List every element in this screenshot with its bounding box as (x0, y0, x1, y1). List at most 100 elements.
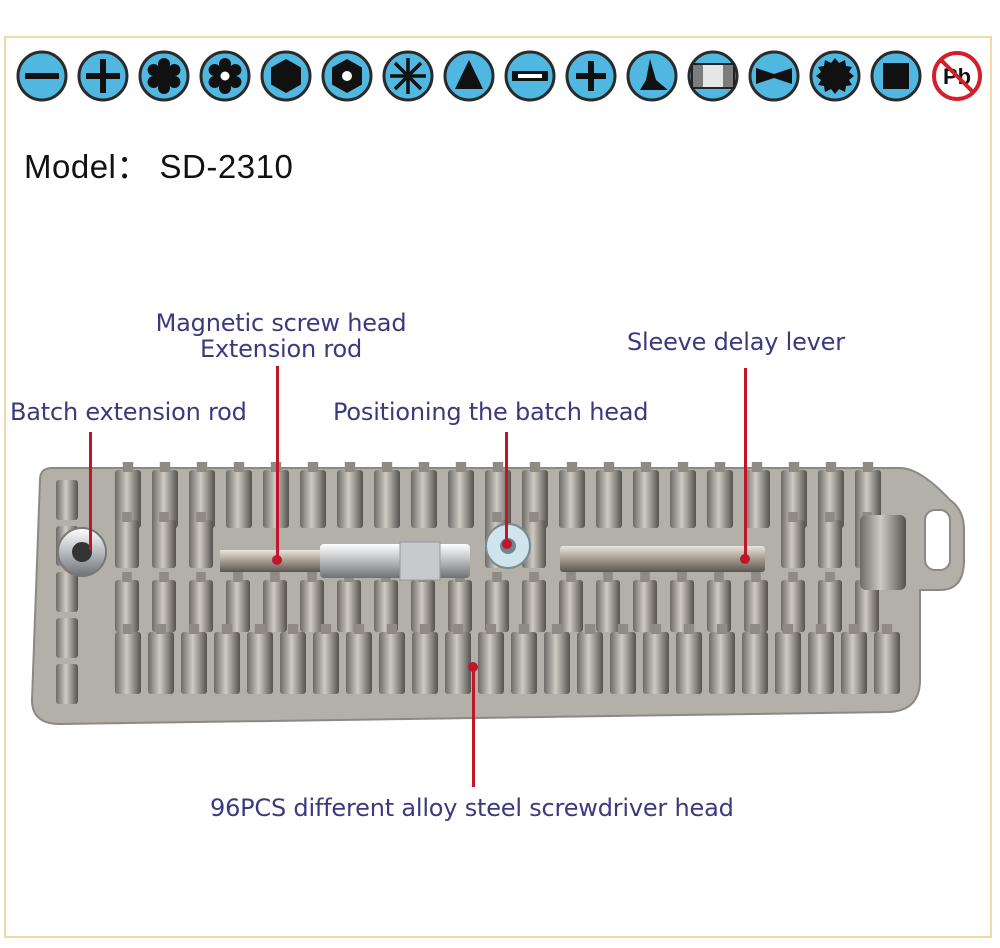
tri-wing-icon (626, 50, 678, 102)
triangle-icon (443, 50, 495, 102)
screwdriver-bit-tip (529, 572, 539, 582)
screwdriver-bit (412, 632, 438, 694)
screwdriver-bit (818, 580, 842, 632)
screwdriver-bit (313, 632, 339, 694)
screwdriver-bit (189, 580, 213, 632)
screwdriver-bit-tip (307, 572, 317, 582)
screwdriver-bit (189, 520, 213, 568)
screwdriver-bit-tip (862, 462, 874, 472)
screwdriver-bit-tip (122, 572, 132, 582)
screwdriver-bit (707, 580, 731, 632)
screwdriver-bit-tip (518, 624, 530, 634)
screwdriver-bit-tip (353, 624, 365, 634)
screwdriver-bit-tip (683, 624, 695, 634)
screwdriver-bit-tip (825, 512, 835, 522)
bit-set-tray-image (30, 462, 965, 726)
screwdriver-bit-tip (221, 624, 233, 634)
screwdriver-bit (56, 664, 78, 704)
screwdriver-bit (247, 632, 273, 694)
screwdriver-bit-tip (815, 624, 827, 634)
screwdriver-bit-tip (492, 462, 504, 472)
screwdriver-bit (115, 470, 141, 528)
screwdriver-bit (670, 580, 694, 632)
screwdriver-bit (781, 470, 807, 528)
screwdriver-bit-tip (452, 624, 464, 634)
screwdriver-bit (577, 632, 603, 694)
screwdriver-bit-tip (788, 572, 798, 582)
screwdriver-bit (643, 632, 669, 694)
screwdriver-bit (544, 632, 570, 694)
screwdriver-bit (596, 470, 622, 528)
screwdriver-bit-tip (749, 624, 761, 634)
hex-icon (260, 50, 312, 102)
screwdriver-bit-tip (122, 512, 132, 522)
screwdriver-bit (56, 572, 78, 612)
screwdriver-bit-tip (159, 462, 171, 472)
screwdriver-bit (448, 470, 474, 528)
screwdriver-bit (874, 632, 900, 694)
screwdriver-bit-tip (492, 572, 502, 582)
bits-leader-line (472, 667, 475, 787)
screwdriver-bit (337, 470, 363, 528)
screwdriver-bit-tip (287, 624, 299, 634)
screwdriver-bit (56, 618, 78, 658)
screwdriver-bit (522, 470, 548, 528)
screwdriver-bit (676, 632, 702, 694)
positioning-leader-line (505, 432, 508, 542)
screwdriver-bit-tip (233, 462, 245, 472)
slotted-icon (16, 50, 68, 102)
screwdriver-bit-tip (320, 624, 332, 634)
model-number: Model： SD-2310 (24, 148, 294, 185)
screwdriver-bit (633, 470, 659, 528)
screwdriver-bit-tip (386, 624, 398, 634)
screwdriver-bits (56, 462, 906, 704)
screwdriver-bit-tip (751, 462, 763, 472)
bit-holder-sleeve (320, 544, 470, 578)
screwdriver-bit-tip (650, 624, 662, 634)
screwdriver-bit (337, 580, 361, 632)
screwdriver-bit (742, 632, 768, 694)
screwdriver-bit (115, 580, 139, 632)
torx-security-icon (199, 50, 251, 102)
sleeve-lever-label: Sleeve delay lever (627, 328, 845, 356)
lead-free-icon: Pb (932, 51, 982, 101)
screwdriver-bit (818, 520, 842, 568)
screwdriver-bit-tip (716, 624, 728, 634)
screwdriver-bit (709, 632, 735, 694)
screwdriver-bit (346, 632, 372, 694)
screwdriver-bit-tip (492, 512, 502, 522)
screwdriver-bit (478, 632, 504, 694)
screwdriver-bit (855, 580, 879, 632)
screwdriver-bit (152, 470, 178, 528)
screwdriver-bit-tip (788, 462, 800, 472)
screwdriver-bit (808, 632, 834, 694)
screwdriver-bit (379, 632, 405, 694)
screwdriver-bit-tip (529, 512, 539, 522)
screwdriver-bit (226, 470, 252, 528)
screwdriver-bit (744, 470, 770, 528)
slotted-security-icon (504, 50, 556, 102)
screwdriver-bit (818, 470, 844, 528)
magnetic-extension-label: Magnetic screw head Extension rod (150, 310, 412, 362)
spanner-icon (687, 50, 739, 102)
magnetic-label-line1: Magnetic screw head (155, 309, 407, 337)
screwdriver-bit (445, 632, 471, 694)
bits-label: 96PCS different alloy steel screwdriver … (210, 794, 734, 822)
screwdriver-bit-tip (196, 462, 208, 472)
screwdriver-bit (559, 470, 585, 528)
screwdriver-bit-tip (344, 462, 356, 472)
screwdriver-bit (522, 580, 546, 632)
screwdriver-bit-tip (566, 462, 578, 472)
screwdriver-bit (707, 470, 733, 528)
magnetic-leader-line (276, 366, 279, 560)
screwdriver-bit (115, 520, 139, 568)
screwdriver-bit (855, 470, 881, 528)
positioning-label: Positioning the batch head (333, 398, 649, 426)
screwdriver-bit-tip (122, 624, 134, 634)
screwdriver-bit-tip (196, 512, 206, 522)
screwdriver-bit (744, 580, 768, 632)
phillips-icon (77, 50, 129, 102)
screwdriver-bit (214, 632, 240, 694)
magnetic-label-line2: Extension rod (199, 335, 363, 363)
screwdriver-bit-tip (825, 572, 835, 582)
